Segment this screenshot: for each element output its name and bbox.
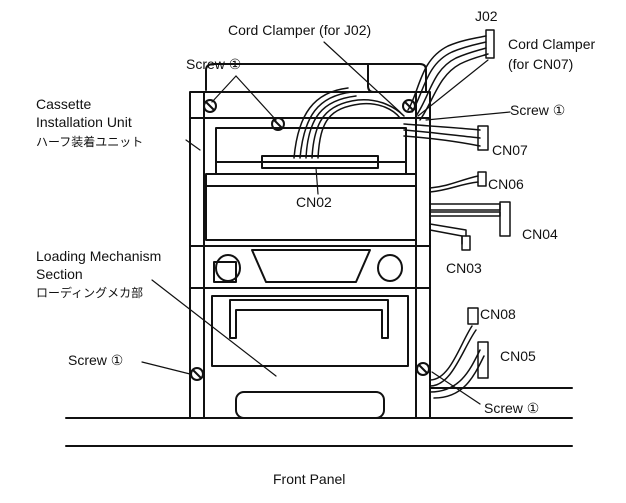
cn02-label: CN02 — [296, 194, 332, 210]
cn06-label: CN06 — [488, 176, 524, 192]
ribbon-cables — [293, 29, 511, 399]
j02-label: J02 — [475, 8, 498, 24]
cassette-unit-label: Cassette — [36, 96, 92, 112]
screws — [190, 99, 430, 381]
loading-mechanism-jp-label: ローディングメカ部 — [36, 286, 144, 300]
cassette-unit-jp-label: ハーフ装着ユニット — [36, 135, 144, 149]
cord-clamper-cn07-label: Cord Clamper — [508, 36, 596, 52]
screw-right-top-label: Screw ① — [510, 102, 566, 118]
cassette-unit-label-2: Installation Unit — [36, 114, 132, 130]
front-panel-label: Front Panel — [273, 471, 346, 487]
cassette-unit — [205, 127, 417, 241]
loading-mechanism-label: Loading Mechanism — [36, 248, 162, 264]
loading-mechanism — [211, 249, 409, 419]
cn08-label: CN08 — [480, 306, 516, 322]
loading-mechanism-label-2: Section — [36, 266, 83, 282]
cord-clamper-j02-label: Cord Clamper (for J02) — [228, 22, 372, 38]
leader-lines — [141, 41, 511, 405]
cn03-label: CN03 — [446, 260, 482, 276]
cord-clamper-cn07-sub-label: (for CN07) — [508, 56, 574, 72]
screw-bottom-right-label: Screw ① — [484, 400, 540, 416]
cn04-label: CN04 — [522, 226, 558, 242]
cn07-label: CN07 — [492, 142, 528, 158]
screw-left-label: Screw ① — [68, 352, 124, 368]
screw-top-label: Screw ① — [186, 56, 242, 72]
cn05-label: CN05 — [500, 348, 536, 364]
